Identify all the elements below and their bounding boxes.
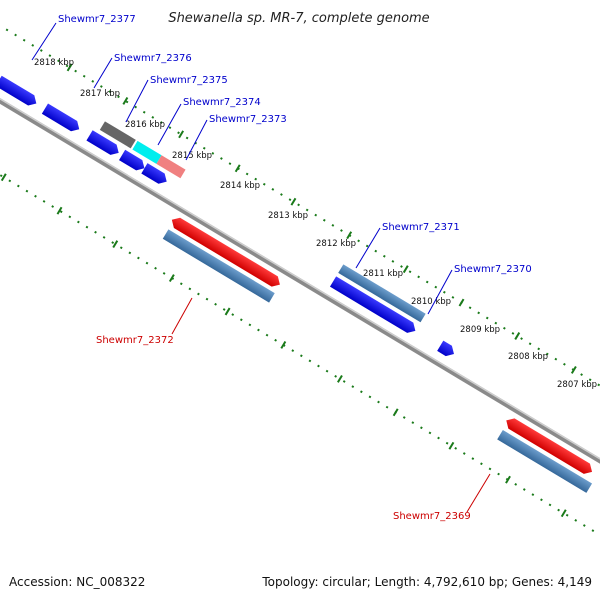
feature-shewmr7-2372[interactable] [169,215,283,290]
accession-text: Accession: NC_008322 [9,575,145,589]
tick-label: 2817 kbp [80,89,120,99]
tick-label: 2808 kbp [508,352,548,362]
feature-shewmr7-2376[interactable] [41,103,82,134]
tick-label: 2809 kbp [460,325,500,335]
gene-label-2376[interactable]: Shewmr7_2376 [114,53,192,64]
reverse-features [162,215,595,493]
major-ticks-outer [66,63,577,374]
tick-label: 2813 kbp [268,211,308,221]
feature-steel-2369[interactable] [497,429,593,493]
gene-label-2374[interactable]: Shewmr7_2374 [183,97,261,108]
tick-label: 2812 kbp [316,239,356,249]
tick-label: 2815 kbp [172,151,212,161]
outer-tick-ring [0,18,600,437]
tick-label: 2811 kbp [363,269,403,279]
footer: Accession: NC_008322 Topology: circular;… [9,575,592,589]
feature-blue-2373b[interactable] [141,163,169,187]
gene-leader-lines [31,22,491,513]
gene-label-2369[interactable]: Shewmr7_2369 [393,511,471,522]
feature-blue-2376b[interactable] [86,130,121,158]
tick-label: 2818 kbp [34,58,74,68]
feature-steel-2372[interactable] [162,229,275,303]
feature-shewmr7-2377[interactable] [0,75,39,109]
tick-label: 2807 kbp [557,380,597,390]
feature-shewmr7-2369[interactable] [503,415,595,477]
gene-label-2373[interactable]: Shewmr7_2373 [209,114,287,125]
inner-tick-ring [0,128,600,547]
feature-gray-2376[interactable] [99,121,136,149]
tick-label: 2816 kbp [125,120,165,130]
gene-label-2371[interactable]: Shewmr7_2371 [382,222,460,233]
feature-blue-2371b[interactable] [329,276,418,336]
summary-text: Topology: circular; Length: 4,792,610 bp… [261,575,592,589]
forward-features [0,75,457,360]
tick-label: 2814 kbp [220,181,260,191]
feature-shewmr7-2375[interactable] [132,140,162,164]
gene-label-2370[interactable]: Shewmr7_2370 [454,264,532,275]
tick-labels: 2818 kbp 2817 kbp 2816 kbp 2815 kbp 2814… [34,58,597,390]
major-ticks-inner [0,173,567,518]
gene-labels: Shewmr7_2377 Shewmr7_2376 Shewmr7_2375 S… [58,14,532,522]
gene-label-2377[interactable]: Shewmr7_2377 [58,14,136,25]
backbone [0,72,600,494]
feature-shewmr7-2371[interactable] [338,264,426,323]
feature-shewmr7-2370[interactable] [437,340,457,360]
genome-band [0,18,600,547]
tick-label: 2810 kbp [411,297,451,307]
feature-shewmr7-2373[interactable] [119,149,147,174]
gene-label-2375[interactable]: Shewmr7_2375 [150,75,228,86]
feature-shewmr7-2374[interactable] [156,155,186,179]
gene-label-2372[interactable]: Shewmr7_2372 [96,335,174,346]
map-title: Shewanella sp. MR-7, complete genome [168,11,429,26]
